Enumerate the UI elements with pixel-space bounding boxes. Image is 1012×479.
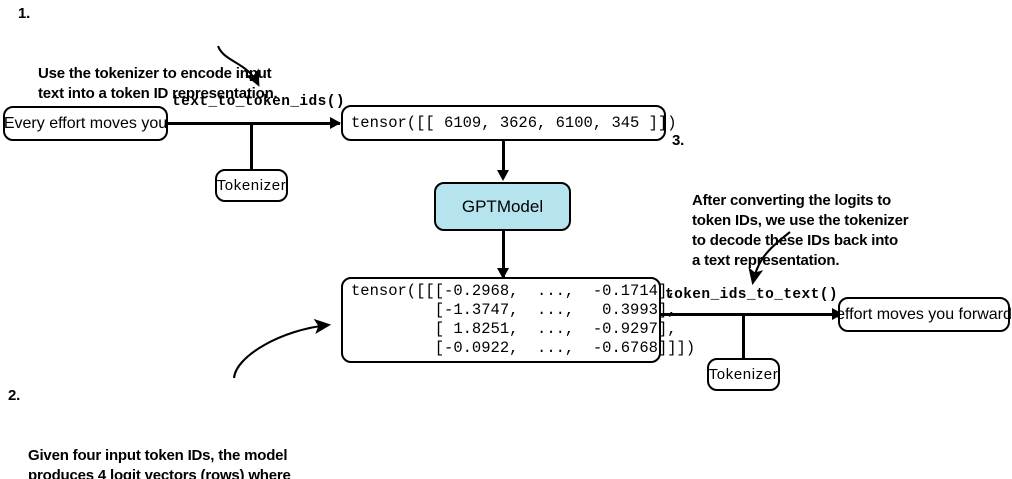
callout-3-number: 3. xyxy=(672,132,685,149)
tokenizer-encode-box: Tokenizer xyxy=(215,169,288,202)
callout-2-text: Given four input token IDs, the model pr… xyxy=(28,447,291,479)
callout-2: 2. Given four input token IDs, the model… xyxy=(8,386,300,479)
edge-model-in-line xyxy=(502,141,505,178)
output-text-box: effort moves you forward xyxy=(836,297,1012,332)
callout-1-number: 1. xyxy=(18,5,31,22)
edge-model-out-line xyxy=(502,231,505,277)
token-ids-tensor-box: tensor([[ 6109, 3626, 6100, 345 ]]) xyxy=(341,105,677,141)
leader-arrow-2 xyxy=(232,318,332,379)
edge-encode-arrowhead xyxy=(330,117,341,129)
edge-model-out-arrowhead xyxy=(497,268,509,279)
encode-function-label: text_to_token_ids() xyxy=(172,94,345,110)
edge-tokenizer-encode-line xyxy=(250,122,253,169)
logits-tensor-box: tensor([[[-0.2968, ..., -0.1714], [-1.37… xyxy=(341,277,695,363)
edge-encode-line xyxy=(167,122,340,125)
edge-decode-arrowhead xyxy=(832,308,843,320)
edge-model-in-arrowhead xyxy=(497,170,509,181)
callout-3-text: After converting the logits to token IDs… xyxy=(692,192,909,269)
input-text-box: Every effort moves you xyxy=(3,106,168,141)
callout-3: 3. After converting the logits to token … xyxy=(672,131,909,311)
edge-tokenizer-decode-line xyxy=(742,313,745,358)
gpt-model-box: GPTModel xyxy=(434,182,571,231)
edge-decode-line xyxy=(661,313,843,316)
decode-function-label: token_ids_to_text() xyxy=(665,287,838,303)
logits-tensor-text: tensor([[[-0.2968, ..., -0.1714], [-1.37… xyxy=(351,282,696,357)
token-ids-tensor-text: tensor([[ 6109, 3626, 6100, 345 ]]) xyxy=(351,113,677,132)
tokenizer-decode-box: Tokenizer xyxy=(707,358,780,391)
callout-2-number: 2. xyxy=(8,387,21,404)
